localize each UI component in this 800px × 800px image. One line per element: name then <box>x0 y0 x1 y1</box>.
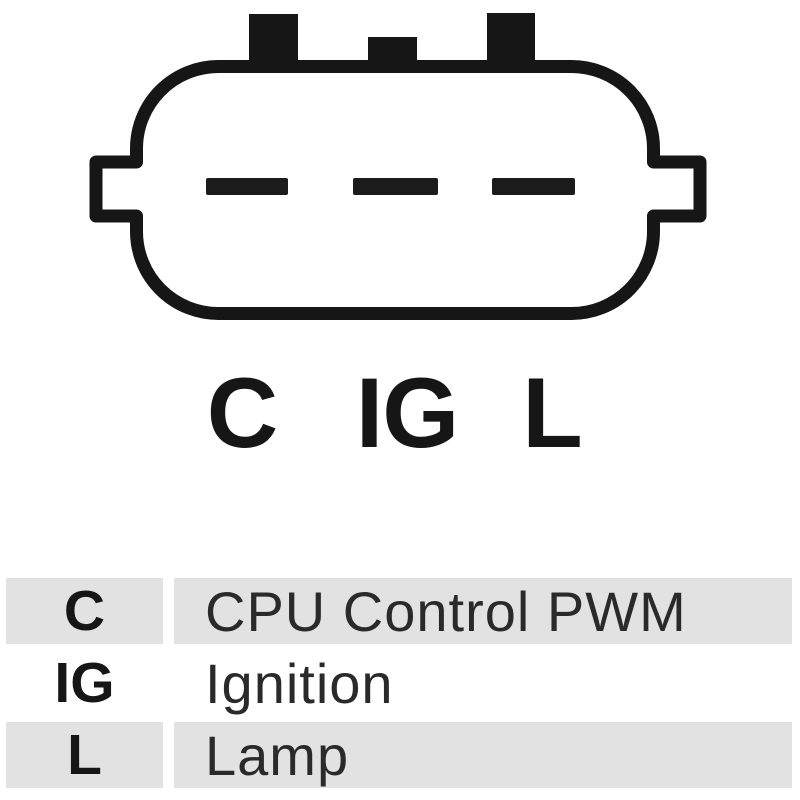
pin-slot-l-icon <box>492 178 575 195</box>
connector-diagram <box>89 13 707 320</box>
pin-slot-c-icon <box>206 178 288 195</box>
pinout-legend-table: C CPU Control PWM IG Ignition L Lamp <box>6 578 792 788</box>
mounting-tab-left-icon <box>249 14 298 67</box>
pin-label-l: L <box>522 357 582 468</box>
pin-label-ig: IG <box>355 357 460 468</box>
legend-description-cell: Lamp <box>174 722 792 788</box>
legend-description-cell: Ignition <box>174 650 792 716</box>
legend-description-cell: CPU Control PWM <box>174 578 792 644</box>
pin-labels-row: C IG L <box>0 0 800 462</box>
legend-pin-cell: L <box>6 722 163 788</box>
pin-label-c: C <box>206 357 278 468</box>
mounting-tab-right-icon <box>487 13 535 67</box>
legend-pin-cell: IG <box>6 650 163 716</box>
legend-pin-cell: C <box>6 578 163 644</box>
pin-slot-ig-icon <box>353 178 438 195</box>
